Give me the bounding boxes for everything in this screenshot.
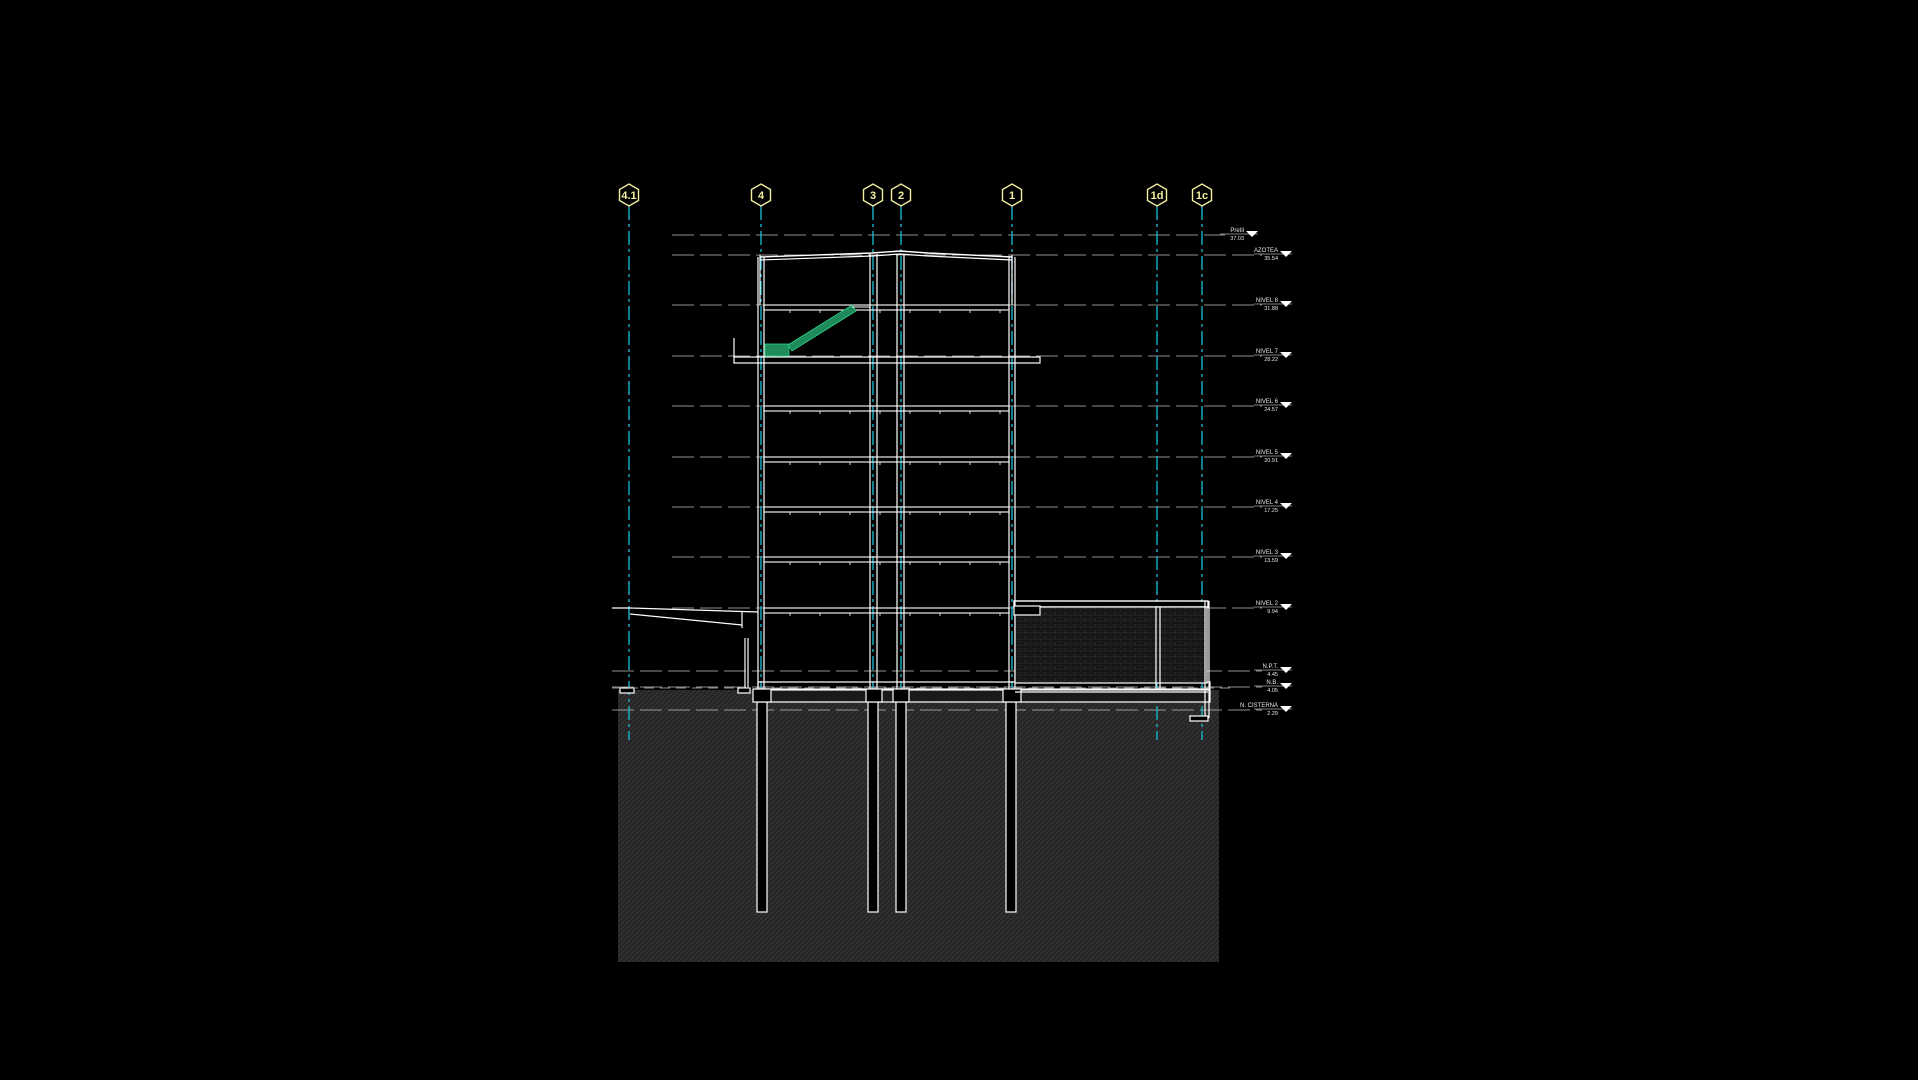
level-name: N.B.: [1266, 680, 1278, 686]
soil-mass: [618, 690, 1219, 962]
floor-slab: [763, 456, 1010, 465]
axis-label: 1: [1009, 190, 1015, 202]
axis-label: 1c: [1196, 190, 1208, 202]
roof-slab-underside: [759, 253, 1013, 261]
access-ramp: [612, 607, 759, 694]
annex-volume: [1013, 600, 1210, 722]
level-elevation: 31.88: [1264, 306, 1278, 312]
level-marker: NIVEL 6 24.57: [1254, 399, 1292, 413]
axis-4: 4: [750, 183, 772, 740]
level-name: NIVEL 4: [1256, 500, 1279, 506]
level-elevation: 24.57: [1264, 407, 1278, 413]
level-elevation: 35.54: [1264, 256, 1278, 262]
level-name: NIVEL 7: [1256, 349, 1279, 355]
axis-bubble: [618, 183, 640, 207]
level-elevation: 9.94: [1267, 609, 1278, 615]
axis-2: 2: [890, 183, 912, 740]
axis-3: 3: [862, 183, 884, 740]
structural-axes: 4.1 4 3 2 1 1d 1c: [618, 183, 1213, 740]
axis-label: 4.1: [621, 190, 636, 202]
level-elevation: 17.25: [1264, 508, 1278, 514]
stair: [764, 304, 870, 357]
floor-slabs: [763, 304, 1010, 616]
level-marker: NIVEL 5 20.91: [1254, 450, 1292, 464]
level-name: NIVEL 3: [1256, 550, 1279, 556]
level-name: NIVEL 5: [1256, 450, 1279, 456]
axis-label: 2: [898, 190, 904, 202]
level-marker: NIVEL 3 13.59: [1254, 550, 1292, 564]
level-name: NIVEL 2: [1256, 601, 1279, 607]
building-structure: [612, 250, 1211, 913]
level-name: N.P.T.: [1262, 664, 1278, 670]
level-elevation: 2.29: [1267, 711, 1278, 717]
level-elevation: 20.91: [1264, 458, 1278, 464]
axis-bubble: [862, 183, 884, 207]
roof-slab: [759, 250, 1013, 258]
level-marker: N. CISTERNA 2.29: [1240, 703, 1292, 717]
level-marker: AZOTEA 35.54: [1254, 248, 1292, 262]
level-name: NIVEL 8: [1256, 298, 1279, 304]
level-marker: NIVEL 8 31.88: [1254, 298, 1292, 312]
axis-label: 4: [758, 190, 765, 202]
floor-slab: [763, 556, 1010, 565]
axis-bubble: [890, 183, 912, 207]
ground-slab: [757, 681, 1211, 690]
level-name: AZOTEA: [1254, 248, 1278, 254]
level-marker: N.P.T. 4.45: [1254, 664, 1292, 678]
level-elevation: 4.45: [1267, 672, 1278, 678]
axis-bubble: [1191, 183, 1213, 207]
level-marker: N.B. 4.05: [1254, 680, 1292, 694]
level-name: Pretil: [1230, 228, 1244, 234]
terrace-cantilever: [733, 338, 1041, 364]
axis-bubble: [1001, 183, 1023, 207]
perimeter-columns: [757, 257, 1016, 690]
level-name: N. CISTERNA: [1240, 703, 1278, 709]
level-marker: NIVEL 4 17.25: [1254, 500, 1292, 514]
floor-slab: [763, 607, 1010, 616]
level-elevation: 28.22: [1264, 357, 1278, 363]
level-elevation: 37.03: [1230, 236, 1244, 242]
axis-bubble: [1146, 183, 1168, 207]
floor-slab: [763, 304, 1010, 313]
level-marker: NIVEL 7 28.22: [1254, 349, 1292, 363]
floor-slab: [763, 405, 1010, 414]
level-marker: Pretil 37.03: [1220, 228, 1258, 242]
level-marker: NIVEL 2 9.94: [1254, 601, 1292, 615]
level-elevation: 4.05: [1267, 688, 1278, 694]
axis-label: 1d: [1151, 190, 1164, 202]
core-walls: [869, 254, 905, 690]
axis-label: 3: [870, 190, 876, 202]
axis-bubble: [750, 183, 772, 207]
level-name: NIVEL 6: [1256, 399, 1279, 405]
level-elevation: 13.59: [1264, 558, 1278, 564]
floor-slab: [763, 506, 1010, 515]
axis-4-1: 4.1: [618, 183, 640, 740]
